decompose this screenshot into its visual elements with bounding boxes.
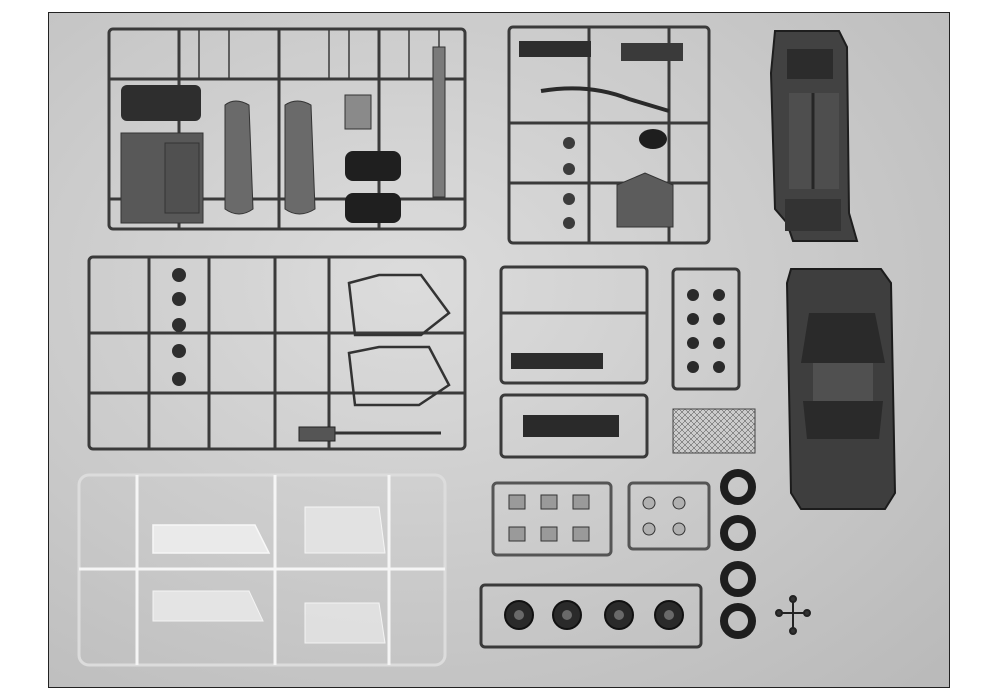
engine-block: [616, 172, 674, 228]
rear-window-opening: [803, 401, 883, 439]
clear-rear-window: [152, 590, 264, 622]
sprue-suspension: [87, 255, 467, 451]
door-panel-right: [284, 100, 316, 215]
exhaust-pipe: [540, 86, 670, 113]
seat-upper: [345, 151, 401, 181]
sprue-clear-parts: [77, 473, 447, 667]
window-frame-lower: [347, 345, 451, 407]
dashboard-part: [121, 85, 201, 121]
door-panel-left: [224, 100, 254, 215]
sprue-small-parts: [671, 267, 741, 391]
rear-bumper: [511, 353, 603, 369]
wheel-hubs: [172, 268, 186, 386]
front-grille: [523, 415, 619, 437]
sprue-chrome-1: [491, 481, 613, 557]
mesh-sheet: [672, 408, 756, 454]
clear-side-window: [304, 506, 386, 554]
window-frame-upper: [347, 273, 451, 337]
seat-lower: [345, 193, 401, 223]
windshield-opening: [801, 313, 885, 363]
photo-frame: [48, 12, 950, 688]
steering-column: [298, 426, 336, 442]
clear-windshield: [152, 524, 271, 554]
small-metal-bracket: [775, 595, 811, 635]
sprue-engine: [507, 25, 711, 245]
sprue-bumpers: [499, 265, 649, 459]
kit-parts-photo: [77, 25, 897, 667]
tires: [720, 469, 756, 639]
sprue-wheels: [479, 583, 703, 649]
sprue-chrome-2: [627, 481, 711, 551]
